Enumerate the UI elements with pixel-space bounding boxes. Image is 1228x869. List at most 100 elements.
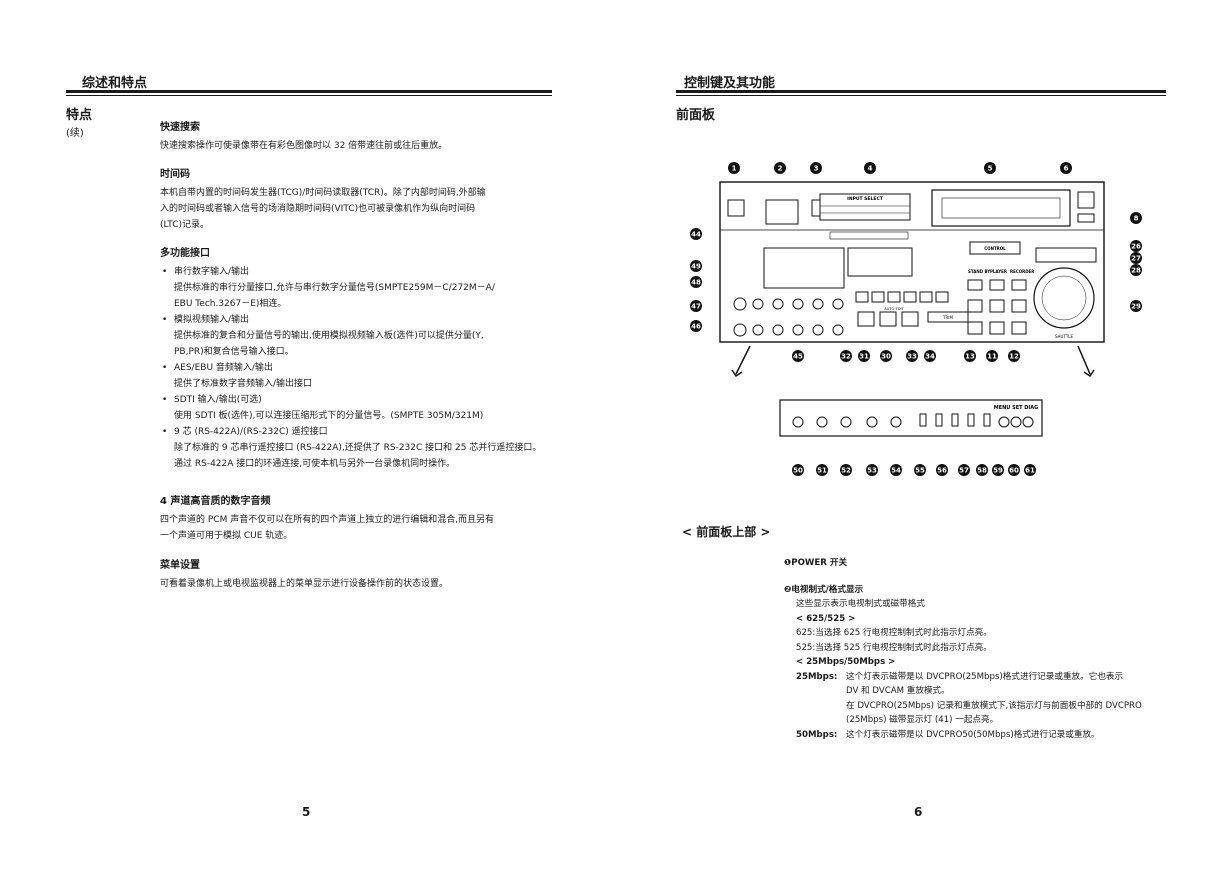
block-title: 菜单设置	[160, 560, 200, 571]
callout-label-45: 45	[793, 353, 803, 361]
callout-47	[690, 300, 702, 312]
lower-panel-switches	[919, 413, 991, 427]
item-number: ❶	[784, 558, 792, 568]
lower-panel-knobs	[792, 416, 1034, 428]
trim-label: TRIM	[942, 315, 953, 320]
left-page: 综述和特点 特点 (续) 快速搜索 快速搜索操作可使录像带在有彩色图像时以 32…	[0, 0, 614, 869]
block-line: 四个声道的 PCM 声音不仅可以在所有的四个声道上独立的进行编辑和混合,而且另有	[160, 515, 495, 525]
callout-2	[774, 162, 786, 174]
callout-5	[984, 162, 996, 174]
callout-label-31: 31	[859, 353, 869, 361]
block-timecode: 时间码 本机自带内置的时间码发生器(TCG)/时间码读取器(TCR)。除了内部时…	[160, 167, 552, 233]
callout-label-28: 28	[1131, 267, 1141, 275]
left-header-rule-thin	[66, 95, 552, 96]
standby-label: STAND BY	[968, 269, 990, 274]
row-line: DV 和 DVCAM 重放模式。	[846, 686, 950, 696]
row-key: 50Mbps:	[796, 729, 838, 740]
item-format-display: ❷电视制式/格式显示	[784, 583, 1164, 598]
bullet-line: 通过 RS-422A 接口的环通连接,可使本机与另外一台录像机同时操作。	[174, 459, 456, 469]
callout-49	[690, 260, 702, 272]
callout-label-34: 34	[925, 353, 935, 361]
callout-48	[690, 276, 702, 288]
callout-label-51: 51	[817, 467, 827, 475]
bullet-line: 提供标准的串行分量接口,允许与串行数字分量信号(SMPTE259M－C/272M…	[174, 283, 495, 293]
block-menu-setting: 菜单设置 可看着录像机上或电视监视器上的菜单显示进行设备操作前的状态设置。	[160, 558, 552, 592]
format-625-525: < 625/525 >	[796, 613, 856, 624]
callout-61	[1024, 464, 1036, 476]
left-header-title: 综述和特点	[82, 76, 148, 91]
callout-56	[936, 464, 948, 476]
callout-label-57: 57	[959, 467, 969, 475]
player-label: PLAYER	[990, 269, 1007, 274]
callout-label-47: 47	[691, 303, 701, 311]
right-header-rule	[676, 90, 1166, 93]
callout-label-26: 26	[1131, 243, 1141, 251]
callout-label-29: 29	[1131, 303, 1141, 311]
arrow-left	[735, 345, 751, 375]
tc-display	[847, 247, 913, 277]
callout-8	[1130, 212, 1142, 224]
block-line: 本机自带内置的时间码发生器(TCG)/时间码读取器(TCR)。除了内部时间码,外…	[160, 188, 486, 198]
row-key: 25Mbps:	[796, 671, 838, 682]
callout-label-30: 30	[881, 353, 891, 361]
level-meter-display	[763, 247, 845, 289]
callout-60	[1008, 464, 1020, 476]
block-text: 快速搜索操作可使录像带在有彩色图像时以 32 倍带速往前或往后重放。	[160, 141, 448, 151]
row-value: 这个灯表示磁带是以 DVCPRO50(50Mbps)格式进行记录或重放。	[846, 728, 1164, 743]
input-select-label: INPUT SELECT	[847, 196, 884, 202]
callout-50	[792, 464, 804, 476]
callout-label-2: 2	[778, 165, 783, 173]
bullet-title: 9 芯 (RS-422A)/(RS-232C) 遥控接口	[160, 424, 552, 440]
callout-26	[1130, 240, 1142, 252]
callout-1	[728, 162, 740, 174]
front-panel-diagram: INPUT SELECT	[690, 162, 1142, 476]
callout-32	[840, 350, 852, 362]
callout-label-12: 12	[1009, 353, 1019, 361]
shuttle-label: SHUTTLE	[1055, 334, 1074, 339]
row-line: (25Mbps) 磁带显示灯 (41) 一起点亮。	[846, 715, 999, 725]
eject-region	[1077, 191, 1095, 209]
callout-52	[840, 464, 852, 476]
chassis-outline	[719, 181, 1105, 343]
callout-54	[890, 464, 902, 476]
block-title: 快速搜索	[160, 122, 200, 133]
bullet-title: SDTI 输入/输出(可选)	[160, 392, 552, 408]
recorder-label: RECORDER	[1010, 269, 1034, 274]
dv-condition-strip	[829, 231, 909, 240]
callout-label-52: 52	[841, 467, 851, 475]
right-header-title: 控制键及其功能	[684, 76, 776, 91]
transport-buttons	[967, 279, 1027, 335]
section-title-features: 特点	[66, 108, 93, 123]
bullet-line: 使用 SDTI 板(选件),可以连接压缩形式下的分量信号。(SMPTE 305M…	[174, 411, 484, 421]
bullet-line: 提供标准的复合和分量信号的输出,使用模拟视频输入板(选件)可以提供分量(Y,	[174, 331, 484, 341]
bullet-line: 提供了标准数字音频输入/输出接口	[174, 379, 313, 389]
callout-label-46: 46	[691, 323, 701, 331]
callout-label-60: 60	[1009, 467, 1019, 475]
item-title: POWER 开关	[791, 558, 848, 568]
block-title: 4 声道高音质的数字音频	[160, 496, 271, 507]
callout-29	[1130, 300, 1142, 312]
bullet-title: AES/EBU 音频输入/输出	[160, 360, 552, 376]
block-line: (LTC)记录。	[160, 220, 210, 230]
callout-28	[1130, 264, 1142, 276]
row-value: 这个灯表示磁带是以 DVCPRO(25Mbps)格式进行记录或重放。它也表示 D…	[846, 670, 1164, 728]
bullet-title: 串行数字输入/输出	[160, 264, 552, 280]
callout-label-54: 54	[891, 467, 901, 475]
format-25-50: < 25Mbps/50Mbps >	[796, 657, 896, 667]
callout-label-56: 56	[937, 467, 947, 475]
section-title-front-panel: 前面板	[676, 108, 716, 123]
item-desc: 这些显示表示电视制式或磁带格式	[796, 599, 925, 609]
callout-label-55: 55	[915, 467, 925, 475]
page-number-left: 5	[302, 805, 311, 819]
line-625: 625:当选择 625 行电视控制制式时此指示灯点亮。	[796, 628, 992, 638]
row-25mbps: 25Mbps: 这个灯表示磁带是以 DVCPRO(25Mbps)格式进行记录或重…	[784, 670, 1164, 728]
callout-label-50: 50	[793, 467, 803, 475]
callout-label-6: 6	[1064, 165, 1069, 173]
item-number: ❷	[784, 584, 792, 595]
callout-51	[816, 464, 828, 476]
edit-buttons	[855, 291, 969, 327]
block-line: 一个声道可用于模拟 CUE 轨迹。	[160, 531, 293, 541]
auto-edit-label: AUTO EDIT	[884, 307, 904, 311]
callout-6	[1060, 162, 1072, 174]
control-buttons	[969, 241, 1021, 255]
